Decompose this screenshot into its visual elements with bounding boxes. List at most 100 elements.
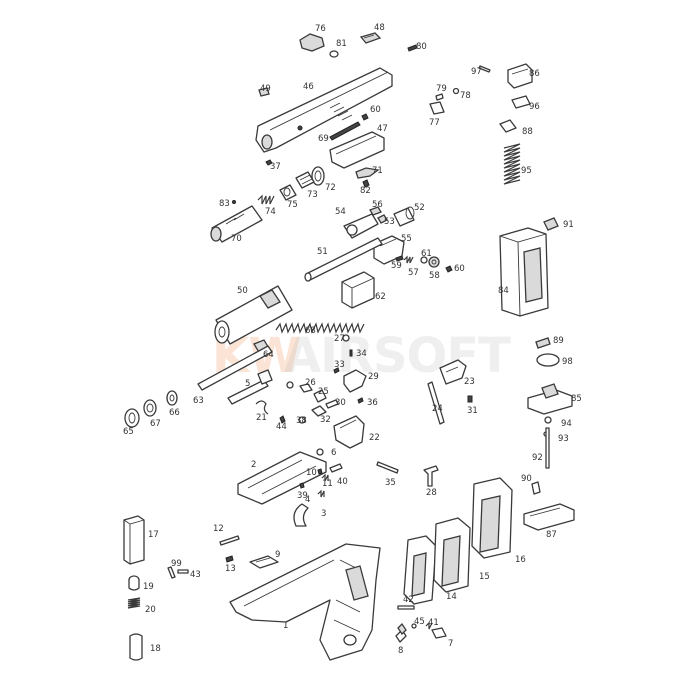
part-17-magazine-body — [123, 515, 145, 565]
callout-74: 74 — [265, 207, 276, 217]
callout-72: 72 — [325, 183, 336, 193]
part-35-pin — [376, 461, 399, 474]
callout-98: 98 — [562, 357, 573, 367]
part-31-pin — [467, 395, 473, 403]
callout-59: 59 — [391, 261, 402, 271]
callout-8: 8 — [398, 646, 403, 656]
part-26-sear — [299, 383, 313, 393]
callout-90: 90 — [521, 474, 532, 484]
callout-21: 21 — [256, 413, 267, 423]
part-28-takedown — [423, 465, 439, 487]
part-80-screw — [407, 44, 418, 52]
part-2-chassis — [237, 451, 327, 505]
part-16-grip-large — [471, 477, 513, 559]
part-48-rear-sight — [359, 32, 382, 44]
callout-3: 3 — [321, 509, 326, 519]
callout-18: 18 — [150, 644, 161, 654]
part-20-spring — [127, 597, 141, 609]
part-30-pin — [325, 399, 339, 409]
callout-80: 80 — [416, 42, 427, 52]
callout-30: 30 — [335, 398, 346, 408]
callout-22: 22 — [369, 433, 380, 443]
callout-75: 75 — [287, 200, 298, 210]
part-41-spring — [425, 621, 433, 630]
callout-99: 99 — [171, 559, 182, 569]
part-67-washer — [143, 399, 157, 417]
callout-78: 78 — [460, 91, 471, 101]
part-72-ring — [311, 166, 325, 186]
part-90-valve — [531, 481, 541, 495]
callout-51: 51 — [317, 247, 328, 257]
callout-38: 38 — [296, 416, 307, 426]
part-76-sight-block — [299, 33, 325, 52]
callout-labels: 1 2 3 4 5 6 7 8 9 10 11 12 13 14 15 16 1… — [123, 23, 582, 656]
part-24-rod — [427, 381, 445, 425]
callout-23: 23 — [464, 377, 475, 387]
part-4-spring — [317, 489, 325, 498]
callout-60-mid: 60 — [454, 264, 465, 274]
part-87-base-plate — [523, 503, 575, 531]
callout-35: 35 — [385, 478, 396, 488]
callout-68: 68 — [305, 326, 316, 336]
part-60-screw-top — [361, 113, 369, 121]
callout-26: 26 — [305, 378, 316, 388]
callout-91: 91 — [563, 220, 574, 230]
part-69-rod — [329, 121, 361, 141]
callout-69: 69 — [318, 134, 329, 144]
part-63-guide-rod — [197, 345, 273, 391]
callout-46: 46 — [303, 82, 314, 92]
callout-63: 63 — [193, 396, 204, 406]
callout-97: 97 — [471, 67, 482, 77]
part-39-pin — [299, 482, 305, 489]
part-19-cap — [128, 575, 140, 591]
part-37-small-screw — [265, 159, 273, 166]
part-81-ring — [329, 50, 339, 58]
part-65-cap — [124, 408, 140, 428]
part-97-pin — [478, 65, 491, 73]
callout-61: 61 — [421, 249, 432, 259]
callout-37-top: 37 — [270, 162, 281, 172]
callout-47: 47 — [377, 124, 388, 134]
part-36-pin — [357, 397, 364, 404]
part-32-lever — [311, 405, 327, 417]
callout-54: 54 — [335, 207, 346, 217]
callout-36: 36 — [367, 398, 378, 408]
part-25-trip — [313, 389, 327, 403]
callout-13: 13 — [225, 564, 236, 574]
part-59-pin — [395, 255, 404, 262]
part-60-screw-mid — [445, 265, 453, 273]
part-62-guide-block — [341, 271, 375, 309]
part-46-slide — [255, 67, 393, 153]
callout-73: 73 — [307, 190, 318, 200]
callout-71: 71 — [372, 166, 383, 176]
part-21-spring — [255, 400, 269, 415]
part-38-pin — [298, 416, 306, 424]
part-8-lever — [395, 622, 407, 643]
callout-96: 96 — [529, 102, 540, 112]
callout-41: 41 — [428, 618, 439, 628]
part-6-pin — [316, 448, 324, 456]
part-12-pin — [219, 535, 240, 546]
callout-87: 87 — [546, 530, 557, 540]
part-5-lever — [227, 369, 273, 405]
callout-76: 76 — [315, 24, 326, 34]
callout-10: 10 — [306, 468, 317, 478]
callout-66: 66 — [169, 408, 180, 418]
part-86-mag-top — [507, 63, 533, 89]
part-99-screw — [167, 566, 176, 579]
callout-53: 53 — [384, 217, 395, 227]
callout-9: 9 — [275, 550, 280, 560]
callout-79: 79 — [436, 84, 447, 94]
callout-12: 12 — [213, 524, 224, 534]
part-47-nozzle-housing — [329, 131, 385, 169]
part-11-spring — [321, 473, 329, 482]
callout-34: 34 — [356, 349, 367, 359]
part-45-pin — [411, 623, 417, 629]
callout-93: 93 — [558, 434, 569, 444]
part-83-pin — [232, 200, 236, 204]
callout-50: 50 — [237, 286, 248, 296]
callout-89: 89 — [553, 336, 564, 346]
callout-88: 88 — [522, 127, 533, 137]
callout-58: 58 — [429, 271, 440, 281]
part-44-pin — [279, 415, 286, 424]
